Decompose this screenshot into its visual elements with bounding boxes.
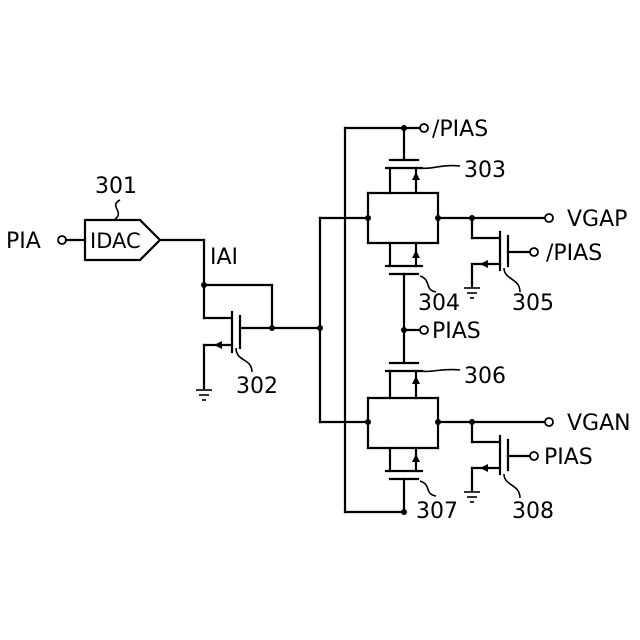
t308-arrow	[480, 464, 488, 472]
junction-dot	[365, 215, 371, 221]
ref-305-leader	[504, 268, 520, 292]
vgan-terminal	[545, 418, 553, 426]
junction-dot	[401, 509, 407, 515]
top-bias-label: /PIAS	[432, 117, 488, 142]
t303-arrow	[412, 172, 420, 180]
t305-arrow	[480, 260, 488, 268]
junction-dot	[365, 419, 371, 425]
t304-arrow	[412, 250, 420, 258]
ref-303-label: 303	[464, 158, 506, 183]
ref-302-label: 302	[236, 374, 278, 399]
mid-bias-terminal	[420, 326, 428, 334]
ref-304-leader	[420, 276, 436, 292]
ref-301-leader	[114, 200, 120, 220]
ref-307-leader	[420, 481, 436, 496]
junction-dot	[269, 325, 275, 331]
t307-arrow	[412, 454, 420, 462]
ref-307-label: 307	[416, 499, 458, 524]
ref-308-leader	[504, 474, 520, 498]
ref-303-leader	[420, 166, 460, 169]
ref-304-label: 304	[418, 291, 460, 316]
pia-input-terminal	[58, 236, 66, 244]
t306-arrow	[412, 376, 420, 384]
bias-305-label: /PIAS	[546, 241, 602, 266]
t302-arrow	[214, 341, 222, 349]
pia-input-label: PIA	[6, 229, 41, 254]
bias-308-label: PIAS	[544, 445, 593, 470]
ref-301-label: 301	[95, 174, 137, 199]
ref-305-label: 305	[512, 291, 554, 316]
ref-306-label: 306	[464, 364, 506, 389]
idac-label: IDAC	[90, 229, 141, 253]
ref-308-label: 308	[512, 499, 554, 524]
bias-308-terminal	[530, 452, 538, 460]
vgap-label: VGAP	[567, 207, 627, 232]
ref-306-leader	[420, 370, 460, 372]
vgap-terminal	[545, 214, 553, 222]
ref-302-leader	[236, 348, 252, 372]
bias-305-terminal	[530, 248, 538, 256]
mid-bias-label: PIAS	[432, 319, 481, 344]
top-bias-terminal	[420, 124, 428, 132]
iai-label: IAI	[210, 245, 238, 270]
vgan-label: VGAN	[567, 411, 631, 436]
